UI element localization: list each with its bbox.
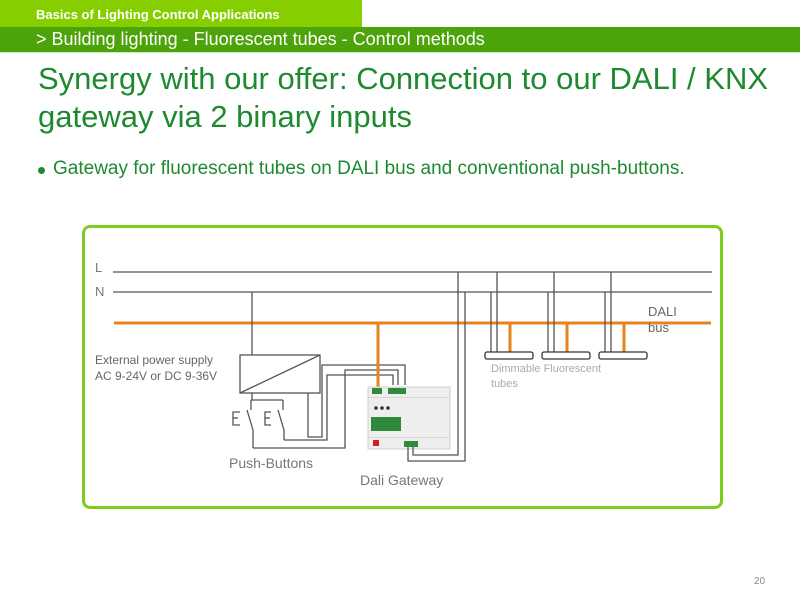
wire-segment bbox=[251, 393, 253, 401]
wire-segment bbox=[307, 364, 406, 438]
wire-segment bbox=[388, 388, 406, 394]
live-label: L bbox=[95, 260, 103, 275]
push-button-icon bbox=[232, 364, 406, 449]
push-buttons-label: Push-Buttons bbox=[229, 455, 314, 471]
power-supply-icon bbox=[239, 354, 321, 394]
wire-segment bbox=[412, 272, 459, 456]
fluorescent-tube-icon bbox=[598, 351, 648, 360]
wire-segment bbox=[373, 440, 379, 446]
section-title: Basics of Lighting Control Applications bbox=[36, 7, 280, 22]
wire-segment bbox=[508, 323, 626, 352]
dali-gateway-icon bbox=[367, 386, 451, 450]
wire-segment bbox=[484, 351, 648, 360]
fluorescent-tube-icon bbox=[541, 351, 591, 360]
power-supply-spec: AC 9-24V or DC 9-36V bbox=[95, 369, 218, 383]
wire-segment bbox=[368, 397, 450, 398]
wire-segment bbox=[404, 441, 418, 447]
diagram-frame bbox=[82, 225, 723, 509]
tubes-label: Dimmable Fluorescent bbox=[491, 363, 602, 375]
wire-segment bbox=[277, 409, 285, 431]
bullet-dot-icon bbox=[38, 167, 45, 174]
wire-segment bbox=[371, 417, 401, 431]
breadcrumb-band: > Building lighting - Fluorescent tubes … bbox=[0, 27, 800, 53]
page-number: 20 bbox=[754, 576, 766, 587]
wire-segment bbox=[253, 369, 399, 449]
dali-bus-label-2: bus bbox=[648, 320, 669, 335]
wire-segment bbox=[246, 409, 254, 431]
neutral-label: N bbox=[95, 284, 105, 299]
slide-title: Synergy with our offer: Connection to ou… bbox=[38, 61, 769, 134]
dali-bus-label: DALI bbox=[648, 304, 677, 319]
wire-segment bbox=[407, 292, 466, 462]
wire-segment bbox=[380, 406, 384, 410]
wire-segment bbox=[368, 437, 450, 438]
wire-segment bbox=[374, 406, 378, 410]
wire-segment bbox=[386, 406, 390, 410]
wire-segment bbox=[490, 272, 612, 352]
wire-segment bbox=[284, 374, 394, 441]
power-supply-label: External power supply bbox=[95, 353, 214, 367]
gateway-label: Dali Gateway bbox=[360, 472, 444, 488]
wire-segment bbox=[372, 388, 382, 394]
tubes-label-2: tubes bbox=[491, 378, 518, 390]
section-header-band: Basics of Lighting Control Applications bbox=[0, 0, 362, 27]
breadcrumb: > Building lighting - Fluorescent tubes … bbox=[36, 29, 485, 49]
bullet-text: Gateway for fluorescent tubes on DALI bu… bbox=[53, 158, 685, 179]
bullet-item: Gateway for fluorescent tubes on DALI bu… bbox=[38, 155, 698, 182]
fluorescent-tube-icon bbox=[484, 351, 534, 360]
wire-segment bbox=[239, 354, 321, 394]
